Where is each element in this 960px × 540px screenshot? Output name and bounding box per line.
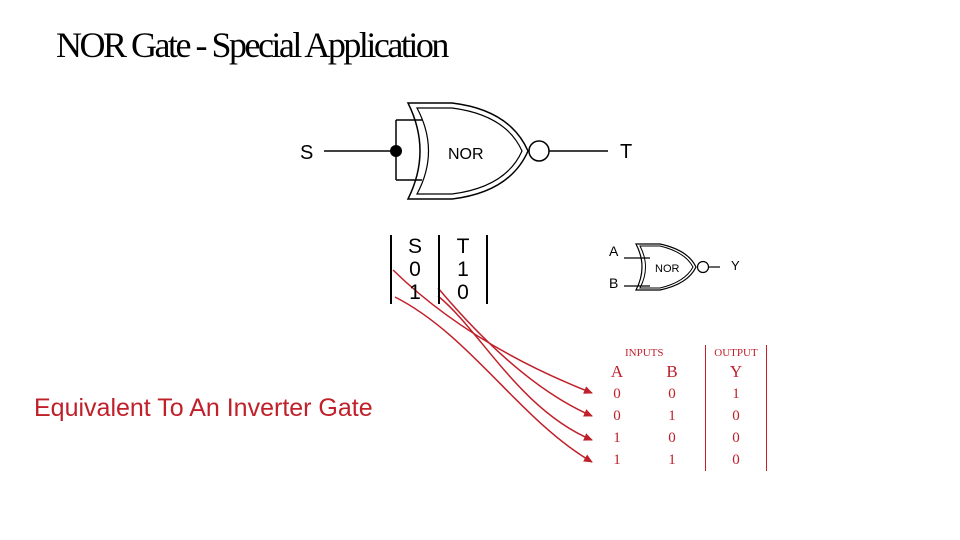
connector-arrow-row2-to-a1 [394,296,593,463]
truth-table-inverter: S T 0 1 1 0 [390,235,488,304]
cell-b: 1 [639,449,706,471]
small-nor-body-inner [639,245,694,289]
cell-b: 1 [639,405,706,427]
cell-s: 1 [390,281,440,304]
small-nor-body [635,243,697,291]
small-nor-gate: A B NOR Y [609,243,740,291]
cell-a: 1 [613,452,621,468]
group-header-row: INPUTS OUTPUT [595,345,767,361]
cell-a: 0 [613,408,621,424]
group-inputs-label: INPUTS [625,345,706,361]
table-row: 1 0 [390,281,488,304]
input-label-b: B [609,275,618,291]
nor-body-outer [406,102,529,200]
caption-equivalent-inverter: Equivalent To An Inverter Gate [34,394,373,422]
header-b: B [639,361,706,383]
table-row: 1 1 0 [595,449,767,471]
output-label-t: T [620,141,632,163]
connector-arrow-row1b [437,287,593,417]
cell-b: 0 [639,427,706,449]
header-y: Y [705,361,767,383]
table-header-row: A B Y [595,361,767,383]
table-row: 1 0 0 [595,427,767,449]
nor-body-inner [415,107,523,195]
cell-t: 0 [439,281,488,304]
cell-a: 0 [613,386,621,402]
table-header-row: S T [390,235,488,258]
cell-y: 0 [705,427,767,449]
header-a: A [610,362,624,381]
connector-arrow-row2b [437,295,593,441]
output-label-y: Y [731,258,740,273]
cell-y: 1 [705,383,767,405]
page-title: NOR Gate - Special Application [56,25,449,65]
input-label-s: S [300,142,313,164]
table-row: 0 1 0 [595,405,767,427]
header-t: T [439,235,488,258]
truth-table-nor: INPUTS OUTPUT A B Y 0 0 1 0 1 0 1 0 0 1 … [595,345,767,471]
cell-y: 0 [705,405,767,427]
input-label-a: A [609,243,619,259]
cell-a: 1 [613,430,621,446]
cell-t: 1 [439,258,488,281]
group-output-label: OUTPUT [705,345,767,361]
small-inversion-bubble [696,260,710,274]
cell-s: 0 [390,258,440,281]
gate-label-nor: NOR [448,146,484,163]
cell-y: 0 [705,449,767,471]
cell-b: 0 [639,383,706,405]
small-gate-label-nor: NOR [655,263,680,275]
table-row: 0 1 [390,258,488,281]
inversion-bubble [528,140,550,162]
main-nor-gate: S NOR T [300,102,632,200]
header-s: S [390,235,440,258]
table-row: 0 0 1 [595,383,767,405]
